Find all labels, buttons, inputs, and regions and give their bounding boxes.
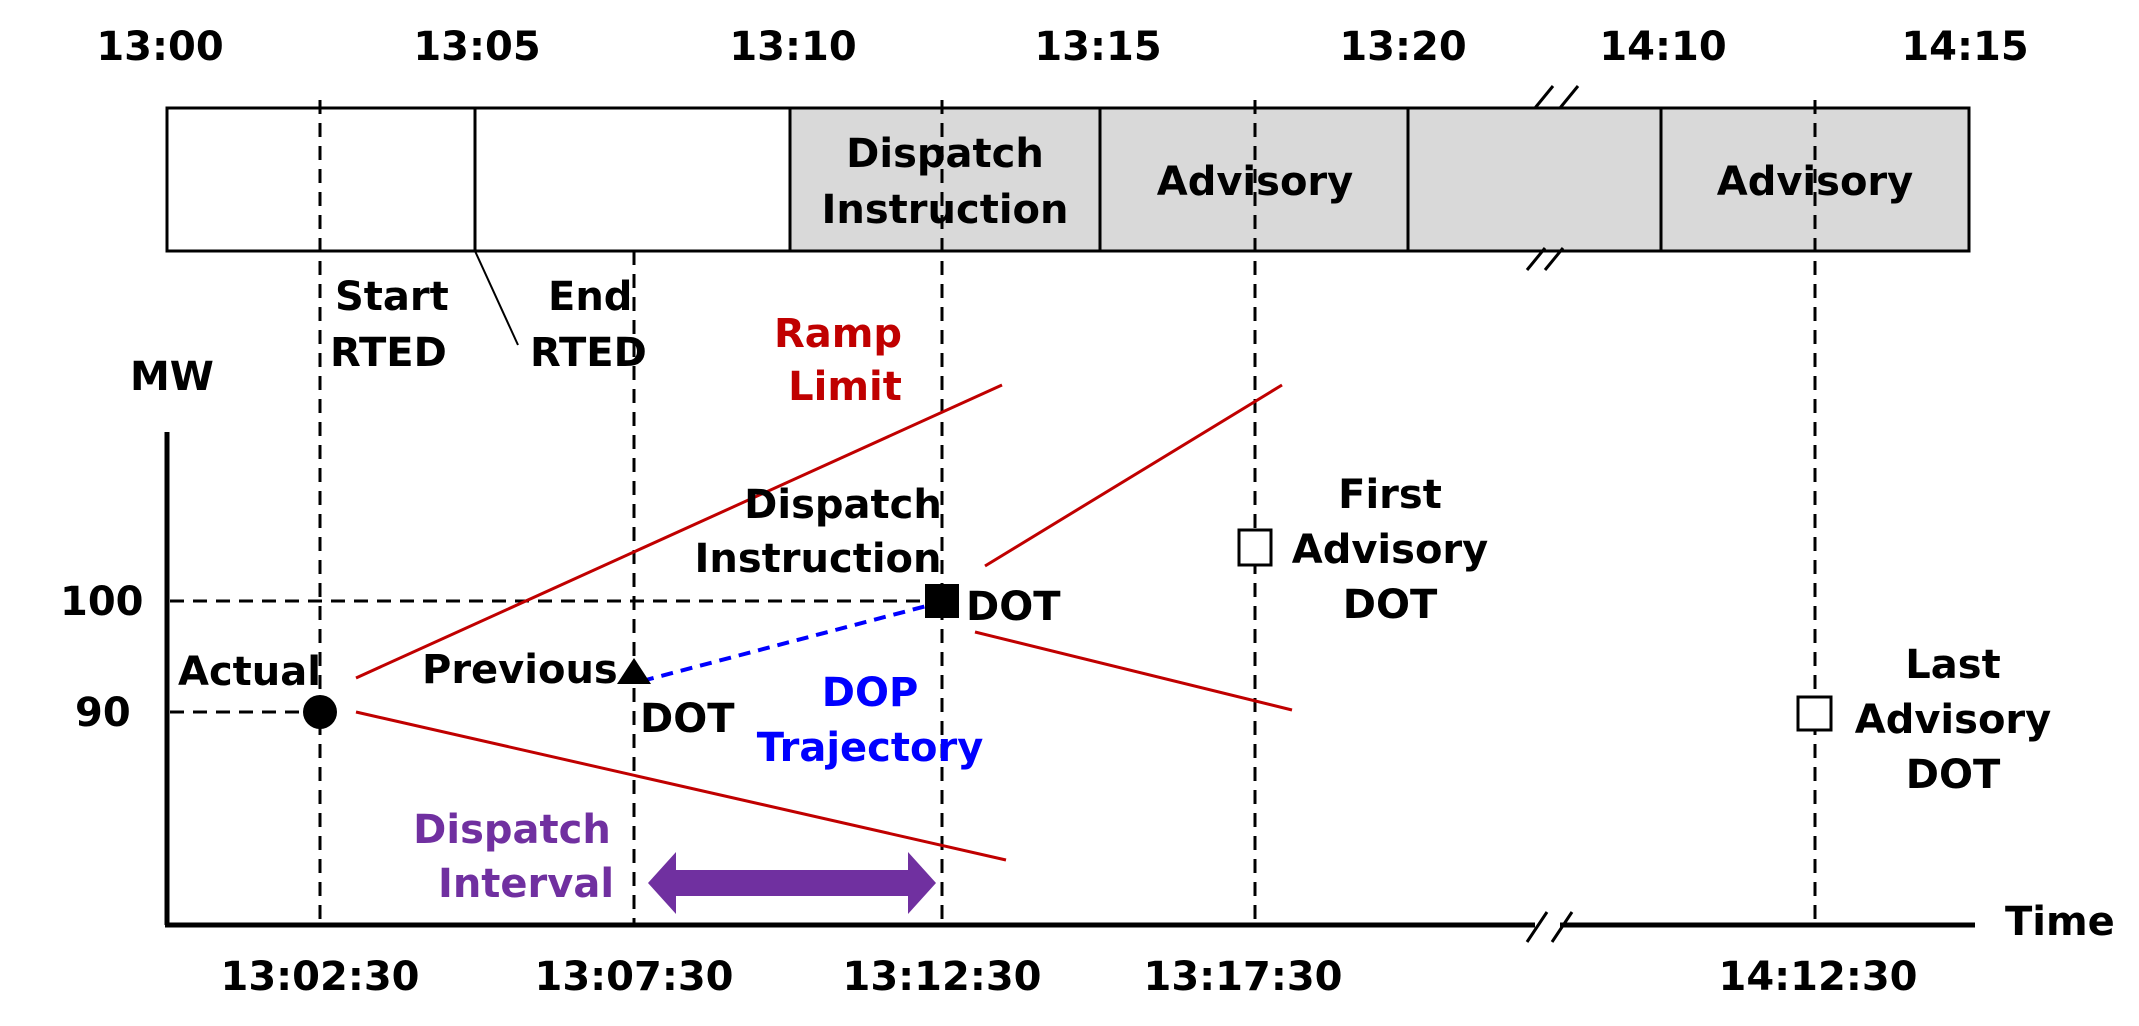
y-axis-label: MW bbox=[130, 354, 214, 400]
ramp-limit-label: Limit bbox=[788, 364, 902, 410]
top-time-label: 13:10 bbox=[729, 24, 856, 70]
first-advisory-label: First bbox=[1338, 472, 1442, 518]
top-time-label: 14:10 bbox=[1599, 24, 1726, 70]
dop-trajectory-line bbox=[641, 602, 935, 683]
actual-marker bbox=[303, 695, 337, 729]
y-tick-label-90: 90 bbox=[75, 690, 131, 736]
bottom-time-label: 13:02:30 bbox=[221, 954, 420, 1000]
bottom-time-label: 13:07:30 bbox=[535, 954, 734, 1000]
end-rted-label: RTED bbox=[530, 330, 647, 376]
x-axis-label: Time bbox=[2005, 899, 2115, 945]
dispatch-interval-label: Dispatch bbox=[413, 807, 611, 853]
bottom-time-label: 14:12:30 bbox=[1719, 954, 1918, 1000]
dop-trajectory-label: DOP bbox=[822, 670, 919, 716]
ramp-limit-lines bbox=[355, 383, 1293, 862]
start-rted-label: Start bbox=[335, 274, 449, 320]
bottom-time-axis: 13:02:30 13:07:30 13:12:30 13:17:30 14:1… bbox=[221, 954, 1918, 1000]
dispatch-interval-arrow bbox=[648, 852, 936, 914]
first-advisory-label: Advisory bbox=[1292, 527, 1488, 573]
previous-dot-marker bbox=[617, 658, 651, 684]
bottom-time-label: 13:17:30 bbox=[1144, 954, 1343, 1000]
dot-marker bbox=[925, 584, 959, 618]
dot-label: DOT bbox=[966, 584, 1061, 630]
interval-box bbox=[473, 106, 792, 253]
bottom-time-label: 13:12:30 bbox=[843, 954, 1042, 1000]
ramp-limit-label: Ramp bbox=[774, 311, 902, 357]
dop-trajectory-label: Trajectory bbox=[757, 725, 984, 771]
dispatch-instruction-label: Instruction bbox=[695, 536, 942, 582]
end-rted-leader bbox=[474, 250, 519, 346]
axes bbox=[164, 432, 1975, 928]
interval-box bbox=[1406, 106, 1663, 253]
box-label: Instruction bbox=[822, 187, 1069, 233]
top-time-label: 13:20 bbox=[1339, 24, 1466, 70]
top-time-axis: 13:00 13:05 13:10 13:15 13:20 14:10 14:1… bbox=[96, 24, 2028, 70]
dispatch-interval-label: Interval bbox=[438, 861, 614, 907]
last-advisory-label: DOT bbox=[1906, 752, 2001, 798]
start-rted-label: RTED bbox=[330, 330, 447, 376]
end-rted-label: End bbox=[548, 274, 632, 320]
y-tick-label-100: 100 bbox=[60, 579, 144, 625]
first-advisory-dot-marker bbox=[1237, 528, 1273, 567]
interval-box-dispatch-instruction bbox=[788, 106, 1102, 253]
box-label: Dispatch bbox=[846, 131, 1044, 177]
top-time-label: 13:05 bbox=[413, 24, 540, 70]
previous-dot-label: Previous bbox=[422, 647, 618, 693]
dispatch-instruction-label: Dispatch bbox=[744, 482, 942, 528]
vertical-dashed-lines bbox=[170, 100, 1817, 925]
top-time-label: 14:15 bbox=[1901, 24, 2028, 70]
top-time-label: 13:00 bbox=[96, 24, 223, 70]
last-advisory-dot-marker bbox=[1796, 695, 1833, 732]
top-time-label: 13:15 bbox=[1034, 24, 1161, 70]
previous-dot-label: DOT bbox=[640, 696, 735, 742]
last-advisory-label: Advisory bbox=[1855, 697, 2051, 743]
actual-label: Actual bbox=[178, 649, 321, 695]
last-advisory-label: Last bbox=[1905, 642, 2000, 688]
first-advisory-label: DOT bbox=[1343, 582, 1438, 628]
